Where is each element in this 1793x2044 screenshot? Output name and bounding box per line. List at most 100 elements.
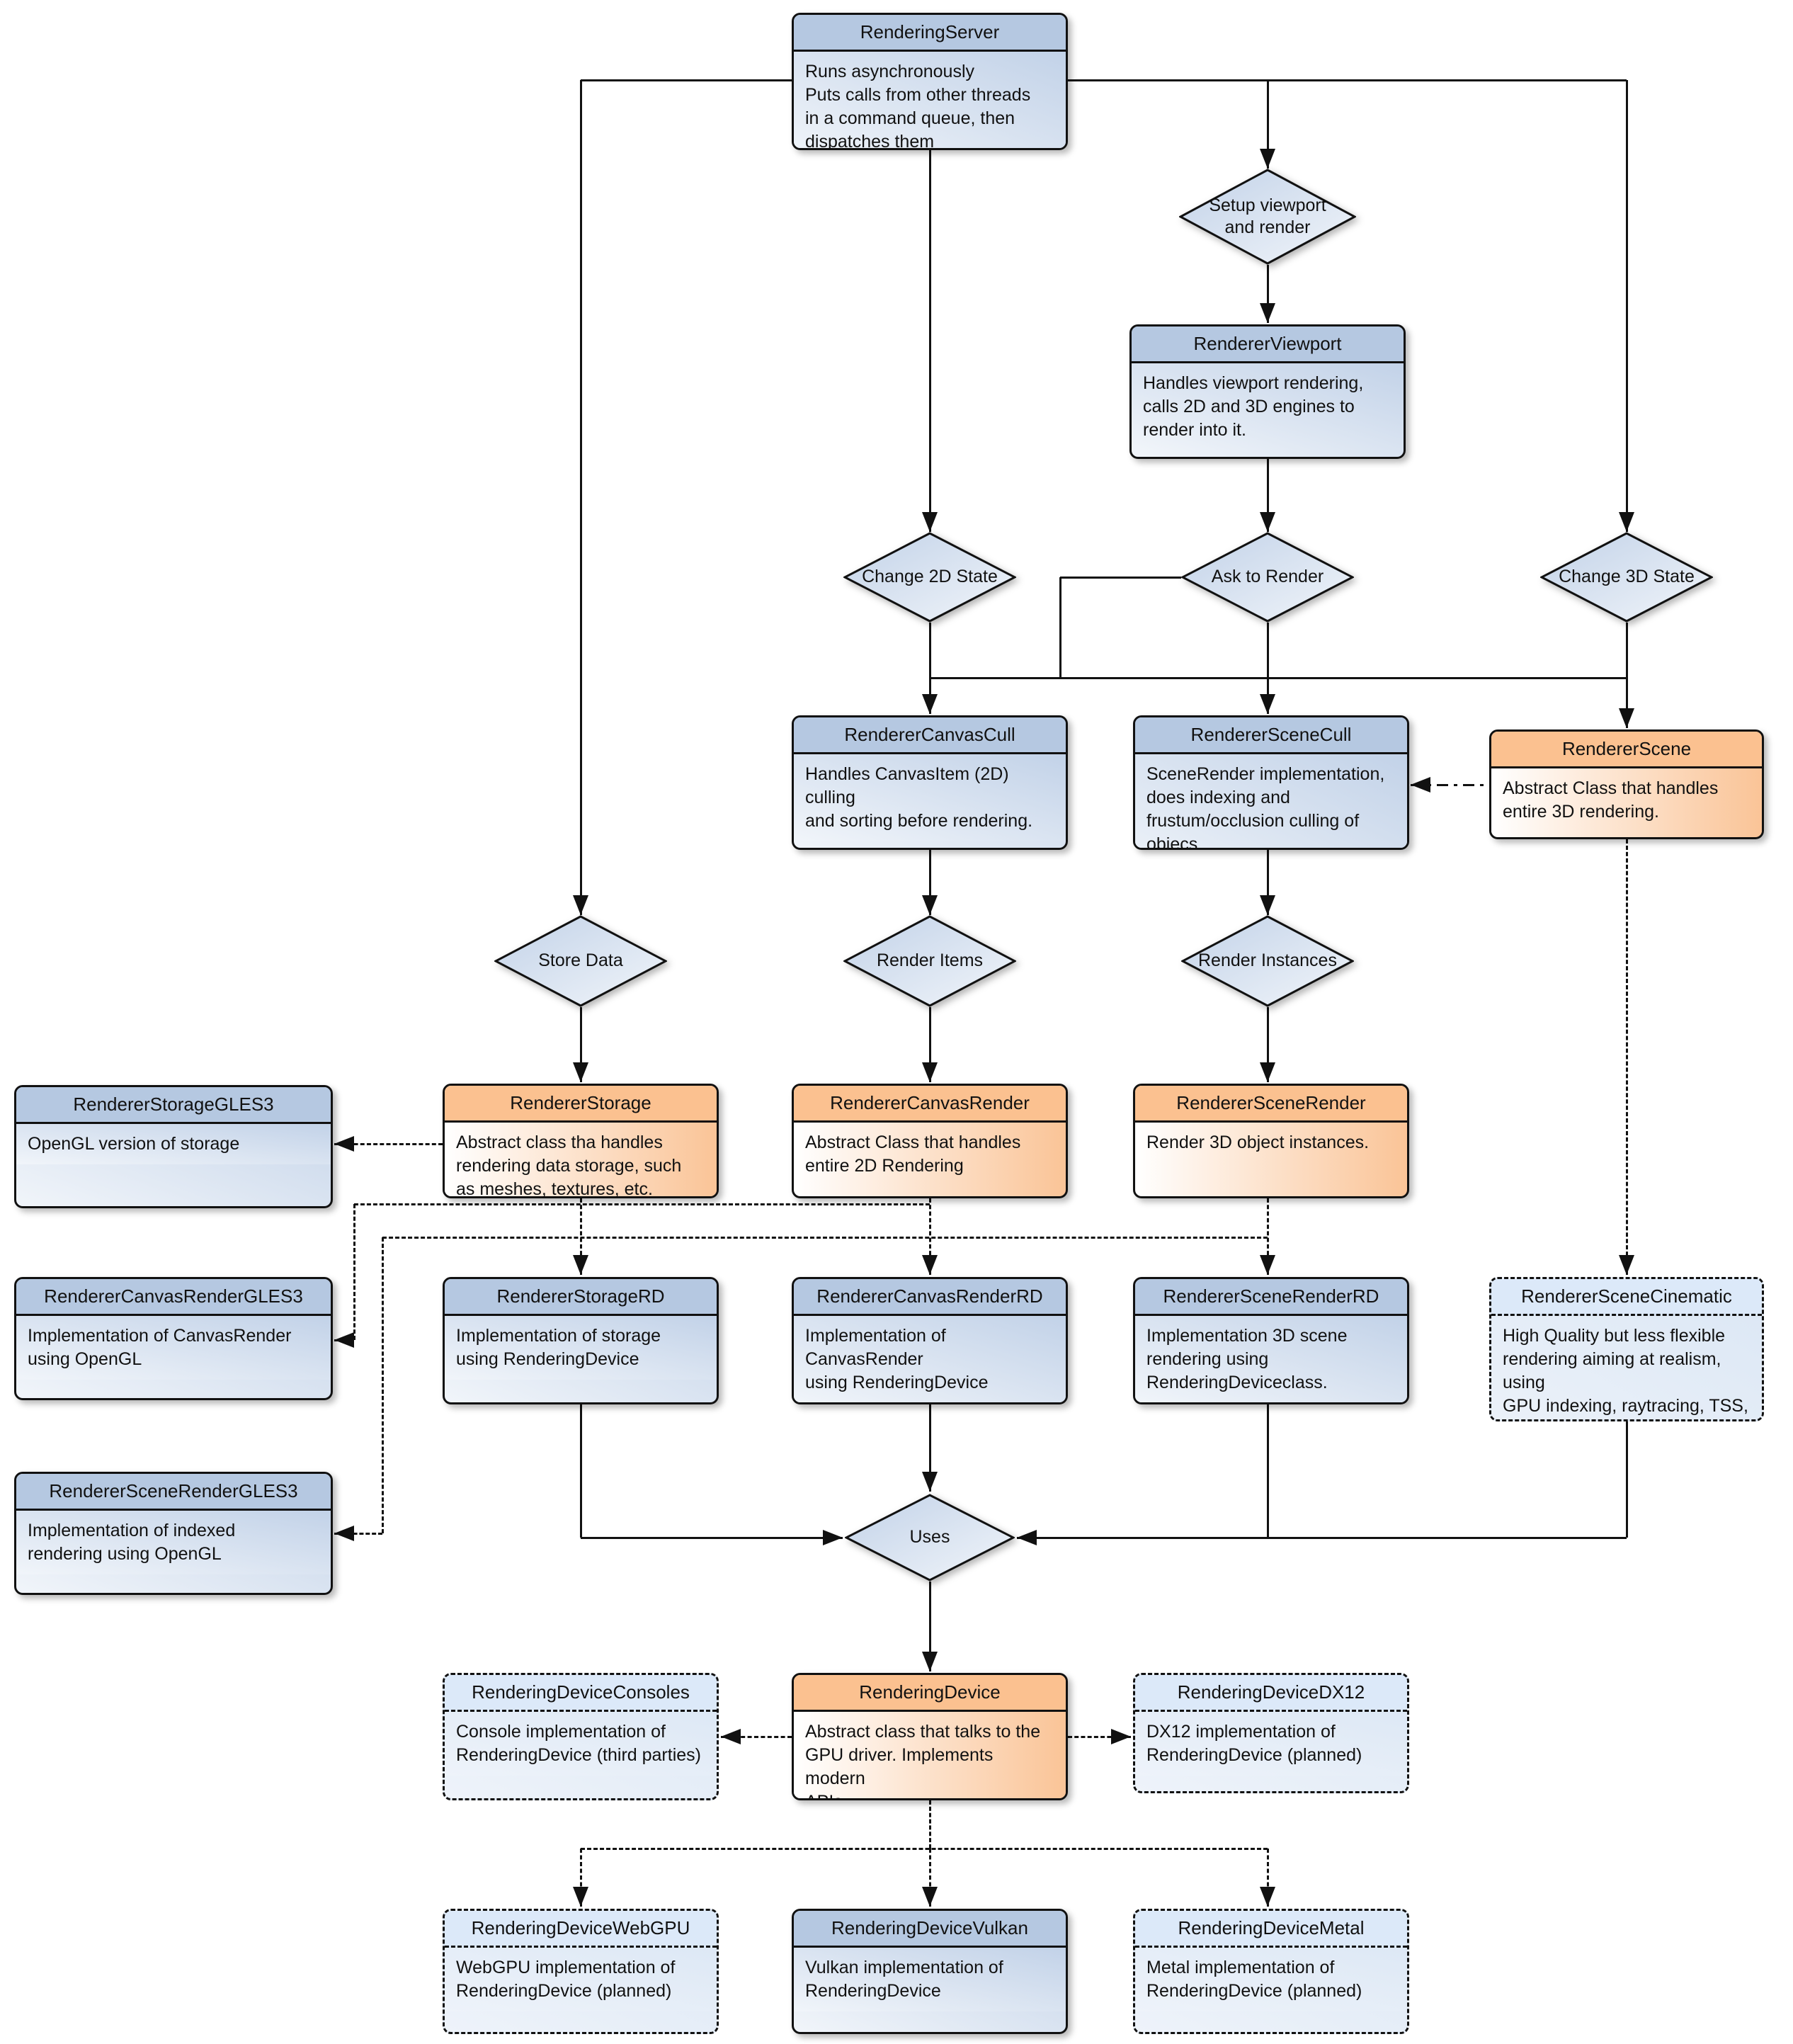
node-title: RendererCanvasRender	[794, 1086, 1066, 1123]
arrowhead-renderitems-to-canvasrender	[922, 1062, 938, 1082]
arrowhead-bus-to-webgpu	[573, 1887, 588, 1907]
node-render-items: Render Items	[843, 915, 1016, 1007]
node-title: RendererCanvasRenderGLES3	[16, 1279, 331, 1316]
edge-setup-to-viewport	[1266, 265, 1269, 323]
arrowhead-canvasrenderrd-to-uses	[922, 1472, 938, 1492]
node-ask-to-render: Ask to Render	[1181, 532, 1354, 623]
node-title: RenderingDeviceWebGPU	[445, 1911, 717, 1948]
node-title: RendererSceneCull	[1135, 717, 1407, 754]
edge-server-right-to-change3d	[1068, 79, 1627, 81]
arrowhead-scenerenderrd-to-uses	[1017, 1530, 1037, 1545]
node-body: Implementation of CanvasRender using Ope…	[16, 1316, 331, 1380]
arrowhead-storage-to-storagerd	[573, 1255, 588, 1275]
arrowhead-server-right-to-change3d	[1619, 512, 1634, 532]
arrowhead-canvasrender-to-canvasrenderrd	[922, 1255, 938, 1275]
node-title: RendererCanvasRenderRD	[794, 1279, 1066, 1316]
node-setup-viewport: Setup viewport and render	[1179, 169, 1356, 265]
diamond-label: Render Items	[876, 950, 984, 971]
arrowhead-scenerender-to-scenerenderrd	[1260, 1255, 1275, 1275]
arrowhead-scenecull-to-renderinstances	[1260, 895, 1275, 915]
edge-change3d-to-rendererscene	[1625, 623, 1628, 728]
arrowhead-storage-to-storagegles3	[334, 1136, 354, 1152]
node-title: RenderingDeviceDX12	[1135, 1675, 1407, 1712]
node-title: RendererStorageRD	[445, 1279, 717, 1316]
arrowhead-server-left-to-storedata	[573, 895, 588, 915]
arrowhead-storedata-to-storage	[573, 1062, 588, 1082]
arrowhead-viewport-to-ask	[1260, 512, 1275, 532]
diamond-label: Store Data	[538, 950, 623, 971]
edge-scene-to-scenecull	[1411, 783, 1489, 786]
node-body: Handles viewport rendering, calls 2D and…	[1132, 363, 1404, 450]
node-title: RendererStorage	[445, 1086, 717, 1123]
edge-server-right-to-change3d	[1625, 80, 1628, 532]
diamond-label: Render Instances	[1198, 950, 1337, 971]
node-body: High Quality but less flexible rendering…	[1491, 1316, 1762, 1419]
edge-storagerd-to-uses	[581, 1536, 843, 1539]
edge-scene-to-cinematic	[1625, 839, 1628, 1275]
node-title: RendererSceneRenderGLES3	[16, 1474, 331, 1511]
node-body: Abstract class tha handles rendering dat…	[445, 1123, 717, 1196]
node-body: Abstract Class that handles entire 2D Re…	[794, 1123, 1066, 1186]
edge-scenerender-to-scenerendergles3	[381, 1237, 384, 1533]
edge-device-to-dx12	[1068, 1735, 1131, 1738]
node-title: RenderingDeviceVulkan	[794, 1911, 1066, 1948]
arrowhead-storagerd-to-uses	[823, 1530, 843, 1545]
edge-server-to-change2d	[928, 150, 931, 532]
arrowhead-scenerender-to-scenerendergles3	[334, 1526, 354, 1541]
edge-storage-to-storagegles3	[334, 1142, 443, 1145]
node-body: Abstract class that talks to the GPU dri…	[794, 1712, 1066, 1798]
node-title: RendererSceneRenderRD	[1135, 1279, 1407, 1316]
diamond-label: Setup viewport and render	[1209, 195, 1326, 237]
edge-server-left-to-storedata	[579, 80, 582, 915]
edge-canvasrender-to-canvasrendergles3	[354, 1203, 930, 1205]
node-uses: Uses	[845, 1494, 1015, 1582]
edge-viewport-to-ask	[1266, 459, 1269, 532]
node-body: Handles CanvasItem (2D) culling and sort…	[794, 754, 1066, 841]
node-change-3d-state: Change 3D State	[1540, 532, 1713, 623]
edge-ask-left-elbow	[1060, 576, 1181, 579]
edge-ask-to-scenecull	[1266, 623, 1269, 714]
node-body: Vulkan implementation of RenderingDevice	[794, 1948, 1066, 2011]
diamond-label: Uses	[909, 1527, 950, 1548]
edge-device-down	[928, 1800, 931, 1849]
node-body: Implementation of indexed rendering usin…	[16, 1511, 331, 1574]
node-title: RendererScene	[1491, 732, 1762, 768]
node-body: WebGPU implementation of RenderingDevice…	[445, 1948, 717, 2011]
edge-renderitems-to-canvasrender	[928, 1007, 931, 1082]
arrowhead-device-to-dx12	[1111, 1729, 1131, 1744]
edge-uses-to-renderingdevice	[928, 1582, 931, 1671]
edge-device-to-consoles	[721, 1735, 792, 1738]
node-body: Implementation of storage using Renderin…	[445, 1316, 717, 1380]
edge-canvasrender-to-canvasrendergles3	[353, 1204, 355, 1340]
edge-canvasrenderrd-to-uses	[928, 1404, 931, 1492]
edge-server-left-to-storedata	[581, 79, 792, 81]
node-body: Implementation 3D scene rendering using …	[1135, 1316, 1407, 1402]
edge-renderinstances-to-scenerender	[1266, 1007, 1269, 1082]
edge-cinematic-join	[1268, 1536, 1627, 1539]
edge-ask-left-elbow	[1059, 577, 1061, 678]
node-title: RenderingDeviceMetal	[1135, 1911, 1407, 1948]
arrowhead-setup-to-viewport	[1260, 303, 1275, 323]
node-title: RendererSceneRender	[1135, 1086, 1407, 1123]
edge-bus-to-vulkan	[928, 1849, 931, 1907]
arrowhead-bus-to-vulkan	[922, 1887, 938, 1907]
arrowhead-renderinstances-to-scenerender	[1260, 1062, 1275, 1082]
arrowhead-canvasrender-to-canvasrendergles3	[334, 1332, 354, 1348]
arrowhead-branch-to-setup-viewport	[1260, 149, 1275, 169]
